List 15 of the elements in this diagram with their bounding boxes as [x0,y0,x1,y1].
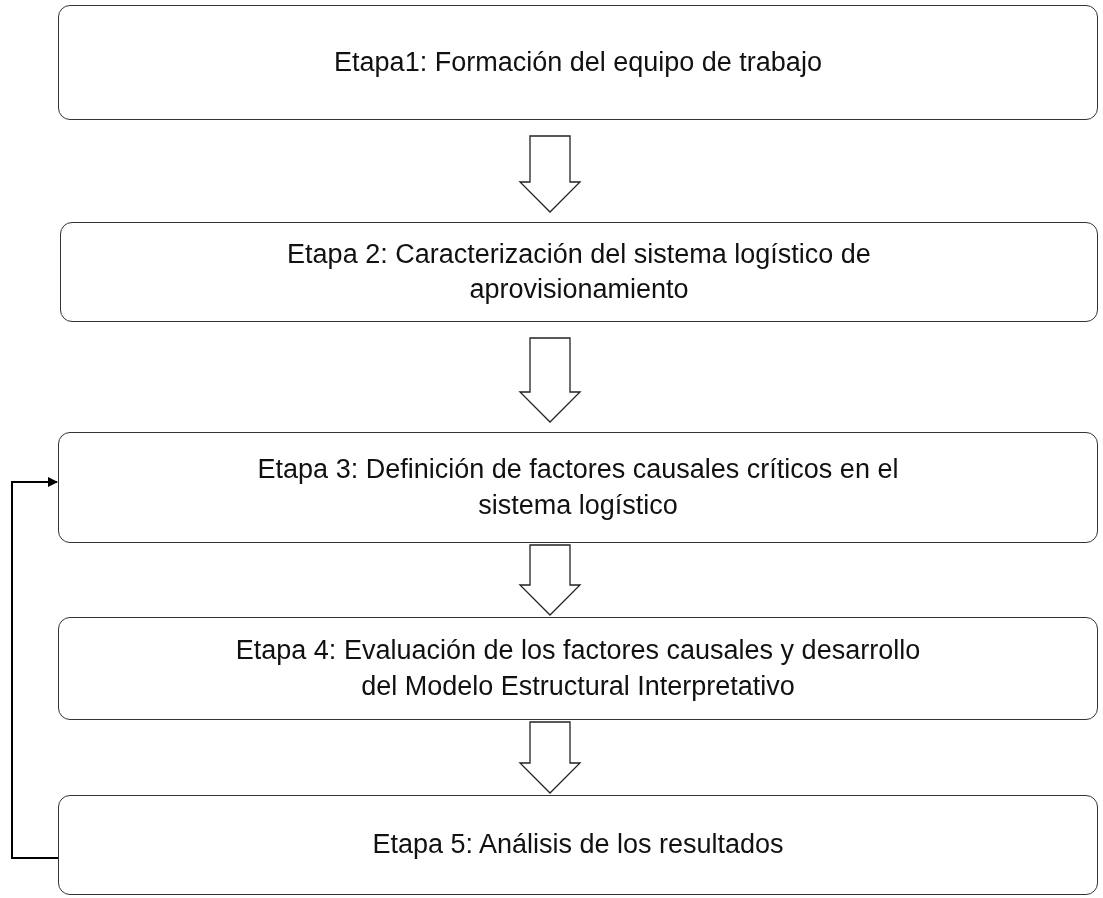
stage-label: Etapa 2: Caracterización del sistema logístico de aprovisionamiento [286,237,872,306]
stage-label: Etapa 4: Evaluación de los factores causales y desarrollo del Modelo Estructural Interpretativo [234,634,922,703]
feedback-arrow [11,477,59,859]
block-arrow [518,721,582,794]
stage-label: Etapa 5: Análisis de los resultados [372,828,784,862]
stage-label: Etapa 3: Definición de factores causales críticos en el sistema logístico [256,453,900,522]
process-box [60,222,1098,322]
process-box [58,795,1098,895]
block-arrow [518,544,582,616]
block-arrow [518,135,582,213]
process-box [58,5,1098,120]
block-arrow [518,337,582,423]
process-box [58,432,1098,543]
stage-label: Etapa1: Formación del equipo de trabajo [334,45,822,79]
process-box [58,617,1098,720]
